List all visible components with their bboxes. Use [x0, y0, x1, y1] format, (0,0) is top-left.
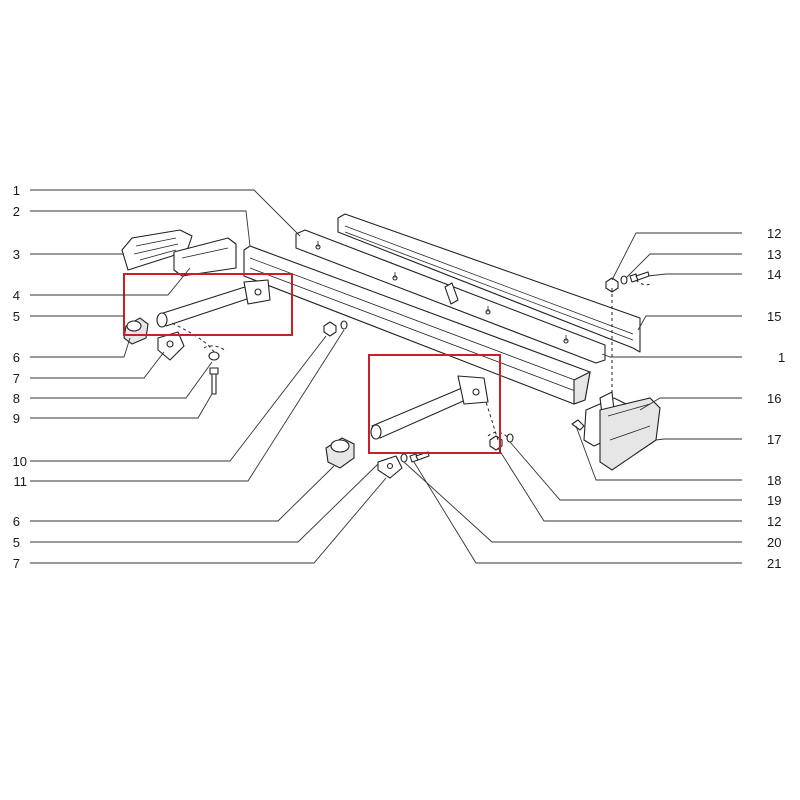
callout-right-17: 17 — [767, 432, 781, 447]
left-bushing — [123, 317, 149, 345]
right-washer-13 — [620, 275, 628, 285]
left-callouts: 1 2 3 4 5 6 7 8 9 10 11 6 5 7 — [13, 183, 27, 571]
upper-reinforcement-bar — [337, 213, 641, 353]
callout-left-11: 11 — [14, 474, 28, 489]
right-washer-19 — [506, 433, 514, 443]
callout-right-13: 13 — [767, 247, 781, 262]
callout-left-5b: 5 — [13, 535, 20, 550]
callout-right-18: 18 — [767, 473, 781, 488]
callout-right-20: 20 — [767, 535, 781, 550]
callout-right-15: 15 — [767, 309, 781, 324]
highlight-box-left-tube — [123, 273, 293, 336]
callout-right-14: 14 — [767, 267, 781, 282]
callout-right-19: 19 — [767, 493, 781, 508]
center-washer — [340, 320, 348, 330]
left-bolt — [209, 367, 219, 395]
left-support-tube — [156, 279, 271, 328]
right-nut-upper — [605, 277, 619, 293]
callout-left-7: 7 — [13, 371, 20, 386]
right-support-tube — [370, 375, 489, 440]
callout-right-16: 16 — [767, 391, 781, 406]
center-mount-plate — [377, 455, 403, 479]
center-bushing — [325, 437, 355, 469]
callout-right-12: 12 — [767, 226, 781, 241]
callout-left-6: 6 — [13, 350, 20, 365]
leader-lines — [30, 189, 742, 564]
callout-left-5: 5 — [13, 309, 20, 324]
right-screw-18 — [571, 419, 585, 431]
callout-left-8: 8 — [13, 391, 20, 406]
right-callouts: 12 13 14 15 1 16 17 18 19 12 20 21 — [767, 226, 785, 571]
left-mount-plate — [157, 331, 185, 361]
callout-left-3: 3 — [13, 247, 20, 262]
left-nut — [208, 351, 220, 361]
right-end-cap — [599, 397, 661, 471]
bumper-beam — [243, 245, 591, 405]
callout-left-9: 9 — [13, 411, 20, 426]
mounting-strip — [295, 229, 606, 364]
center-nut — [323, 321, 337, 337]
callout-left-1: 1 — [13, 183, 20, 198]
callout-left-6b: 6 — [13, 514, 20, 529]
callout-right-1: 1 — [778, 350, 785, 365]
center-washer-20 — [400, 453, 408, 463]
callout-right-12b: 12 — [767, 514, 781, 529]
callout-left-4: 4 — [13, 288, 20, 303]
callout-left-7b: 7 — [13, 556, 20, 571]
left-bracket — [173, 237, 237, 277]
callout-right-21: 21 — [767, 556, 781, 571]
callout-left-2: 2 — [13, 204, 20, 219]
callout-left-10: 10 — [13, 454, 27, 469]
left-end-cap — [121, 229, 193, 271]
right-bolt-14 — [629, 271, 650, 283]
highlight-box-right-tube — [368, 354, 501, 454]
